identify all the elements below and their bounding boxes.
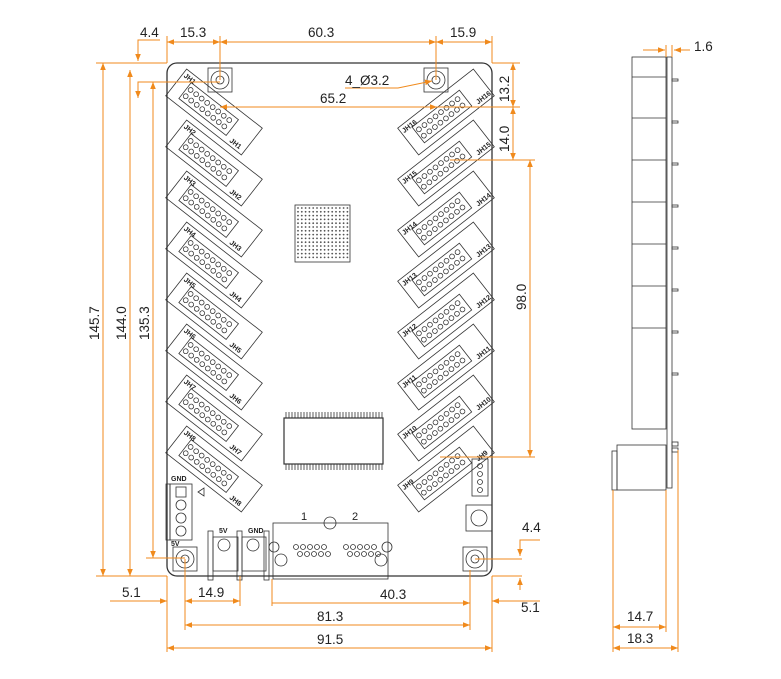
dim-height-144: 144.0 (114, 306, 129, 340)
dim-pcb-thickness: 1.6 (694, 39, 713, 54)
dim-connector-pitch: 14.0 (497, 126, 512, 152)
connector-label: JH4 (228, 291, 243, 304)
terminal-gnd-label: GND (171, 476, 187, 483)
reset-button (465, 504, 493, 532)
connector-label: JH2 (228, 189, 243, 202)
power-connector-gnd (241, 530, 270, 581)
dimension-lines (96, 36, 540, 652)
bga-chip (294, 204, 351, 263)
connector-label: JH6 (228, 393, 243, 406)
connector-label: JH3 (228, 240, 243, 253)
terminal-5v-label: 5V (171, 541, 180, 548)
power-terminal-block (165, 483, 205, 541)
dim-connector-height: 14.7 (627, 609, 653, 624)
dim-top-margin: 4.4 (140, 25, 159, 40)
dim-connector-column-height: 98.0 (514, 284, 529, 310)
connector-stack (631, 56, 667, 430)
board-top-view: JH1JH1JH16JH16JH2JH2JH15JH15JH3JH3JH14JH… (165, 62, 495, 581)
dimension-labels: 4.4 15.3 60.3 15.9 4_Ø3.2 65.2 13.2 14.0… (87, 25, 541, 647)
dim-hole-callout: 4_Ø3.2 (345, 73, 389, 88)
dim-bottom-hole-offset: 4.4 (522, 520, 541, 535)
ethernet-side (616, 444, 667, 491)
dim-board-width: 91.5 (317, 632, 343, 647)
port-1-label: 1 (301, 511, 307, 523)
board-side-view: 1.6 14.7 18.3 (611, 39, 713, 652)
connector-label: JH7 (228, 444, 243, 457)
dim-bottom-right-margin: 5.1 (521, 600, 540, 615)
dim-hole-spacing-bottom: 81.3 (317, 609, 343, 624)
dim-bottom-left-margin: 5.1 (122, 585, 141, 600)
connector-label: JH5 (228, 342, 243, 355)
power-connector-5v (207, 530, 243, 581)
memory-ic (283, 412, 384, 470)
dim-total-height: 18.3 (627, 631, 653, 646)
connector-label: JH1 (228, 138, 243, 151)
dim-left-hole-offset: 15.3 (180, 25, 206, 40)
board-outline (166, 62, 493, 577)
dim-hole-spacing-top: 60.3 (308, 25, 334, 40)
dim-ethernet-offset: 40.3 (380, 587, 406, 602)
dim-hole-spacing-vertical: 135.3 (137, 306, 152, 340)
dual-ethernet-port (268, 516, 393, 580)
connector-label: JH8 (228, 495, 243, 508)
pcb-edge (666, 56, 673, 489)
small-header (471, 458, 489, 497)
dim-board-height: 145.7 (87, 306, 102, 340)
power-gnd-label: GND (248, 528, 264, 535)
connector-label: JH9 (475, 450, 490, 463)
dim-right-top-offset: 13.2 (497, 76, 512, 102)
port-2-label: 2 (352, 511, 358, 523)
dim-connector-span: 65.2 (320, 91, 346, 106)
power-5v-label: 5V (219, 528, 228, 535)
dim-power-offset: 14.9 (198, 585, 224, 600)
dim-right-hole-offset: 15.9 (450, 25, 476, 40)
